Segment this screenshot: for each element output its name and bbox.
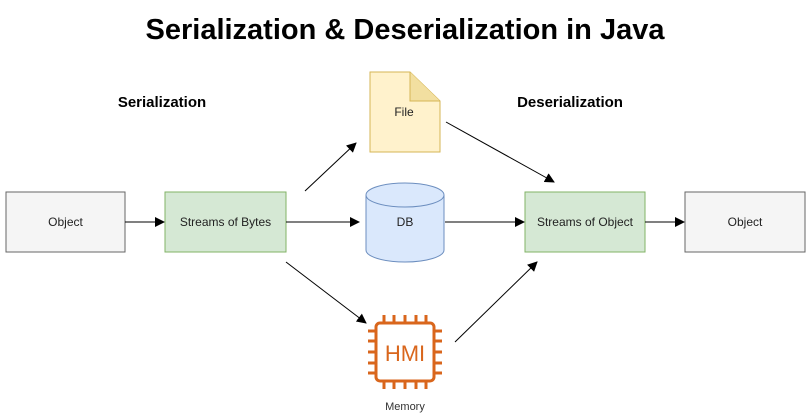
memory-label: Memory	[385, 401, 425, 413]
serialization-label: Serialization	[118, 94, 206, 111]
arrow-memory-to-object-stream	[454, 261, 538, 343]
target-object-label: Object	[728, 215, 763, 229]
object-stream-node: Streams of Object	[524, 191, 646, 253]
object-stream-label: Streams of Object	[537, 215, 634, 229]
memory-chip-label: HMI	[385, 341, 425, 366]
file-icon: File	[369, 71, 441, 153]
byte-stream-node: Streams of Bytes	[164, 191, 287, 253]
db-label: DB	[397, 215, 414, 229]
byte-stream-label: Streams of Bytes	[180, 215, 271, 229]
source-object-node: Object	[5, 191, 126, 253]
arrow-file-to-object-stream	[445, 121, 555, 183]
database-icon: DB	[365, 182, 445, 263]
memory-chip-icon: HMI	[368, 315, 442, 389]
file-label: File	[394, 105, 414, 119]
target-object-node: Object	[684, 191, 806, 253]
source-object-label: Object	[48, 215, 83, 229]
arrow-bytes-to-memory	[285, 261, 367, 324]
deserialization-label: Deserialization	[517, 94, 623, 111]
arrow-bytes-to-file	[304, 142, 357, 192]
diagram-title: Serialization & Deserialization in Java	[146, 14, 666, 46]
